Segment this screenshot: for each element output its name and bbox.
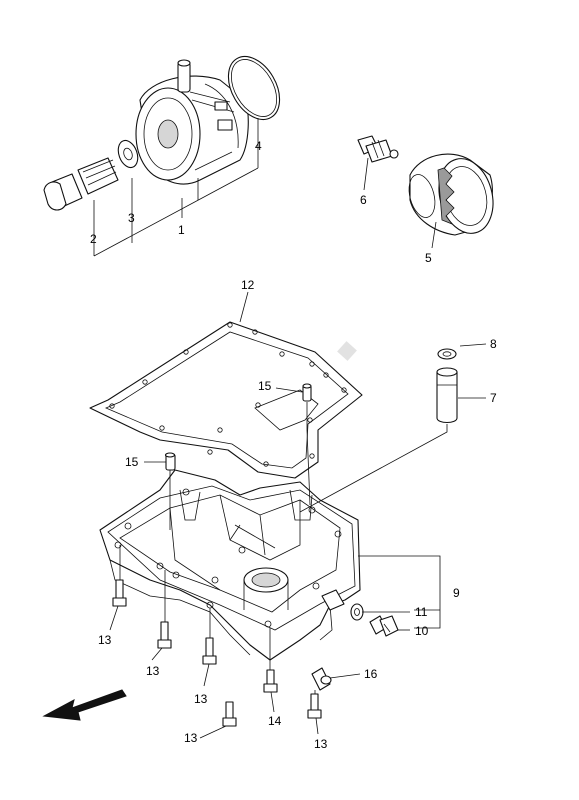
callout-2: 2 (90, 232, 97, 246)
bolt-13-d (222, 701, 237, 727)
callout-labels: 1 2 3 4 5 6 7 8 9 10 11 12 13 13 13 13 1… (90, 139, 497, 751)
leader-lines (93, 118, 487, 739)
callout-10: 10 (415, 624, 429, 638)
oil-pan-bolt-bosses (114, 488, 342, 628)
gasket-bolt-holes (109, 322, 347, 467)
union-bolt (43, 157, 119, 211)
callout-15-a: 15 (258, 379, 272, 393)
oil-pan-fitting (321, 589, 345, 611)
bolt-13-a (112, 579, 127, 607)
oil-pipe (436, 367, 458, 424)
oil-pan (99, 469, 361, 661)
bolt-13-c (202, 637, 217, 665)
washer (117, 139, 139, 169)
drain-plug (369, 615, 399, 637)
o-ring (227, 56, 281, 120)
bolt-14 (263, 669, 278, 693)
dowel-pin-lower (164, 452, 176, 471)
callout-13-d: 13 (184, 731, 198, 745)
callout-16: 16 (364, 667, 378, 681)
bolt-13-b (157, 621, 172, 649)
callout-3: 3 (128, 211, 135, 225)
callout-13-e: 13 (314, 737, 328, 751)
drain-plug-gasket (350, 603, 364, 621)
callout-5: 5 (425, 251, 432, 265)
callout-1: 1 (178, 223, 185, 237)
callout-13-a: 13 (98, 633, 112, 647)
callout-11: 11 (415, 605, 428, 619)
dowel-pin-upper (302, 383, 312, 402)
union-fitting (311, 667, 332, 691)
oil-pan-gasket (89, 321, 363, 479)
callout-9: 9 (453, 586, 460, 600)
callout-12: 12 (241, 278, 255, 292)
callout-14: 14 (268, 714, 282, 728)
watermark-logo-icon (337, 341, 357, 361)
oil-pressure-switch (357, 135, 399, 163)
oil-filter (408, 153, 494, 236)
callout-13-b: 13 (146, 664, 160, 678)
oil-cooler (135, 59, 249, 185)
oil-pipe-o-ring (437, 348, 457, 360)
callout-4: 4 (255, 139, 262, 153)
callout-8: 8 (490, 337, 497, 351)
callout-7: 7 (490, 391, 497, 405)
front-direction-arrow-icon (42, 689, 127, 721)
callout-13-c: 13 (194, 692, 208, 706)
callout-6: 6 (360, 193, 367, 207)
bolt-13-e (307, 693, 322, 719)
callout-15-b: 15 (125, 455, 139, 469)
